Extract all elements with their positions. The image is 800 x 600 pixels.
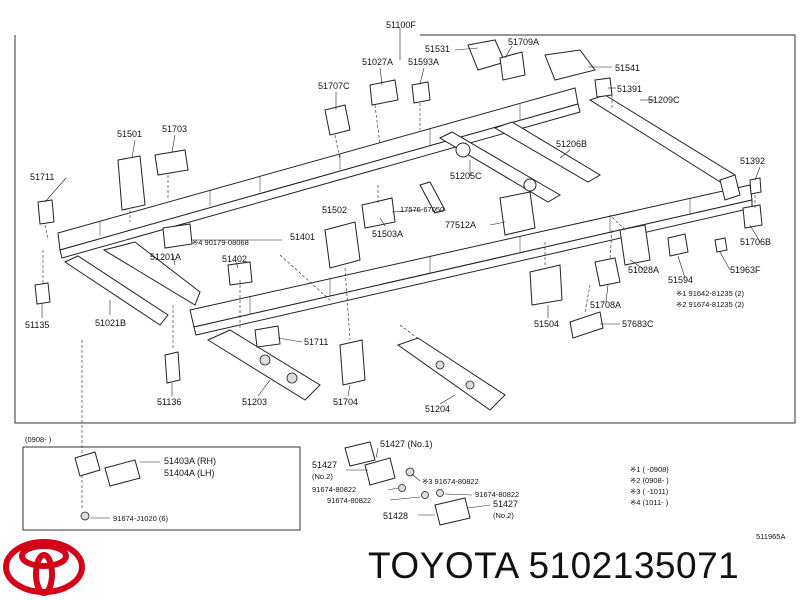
toyota-logo-icon	[3, 539, 85, 596]
label-17576-67050: 17576-67050	[400, 205, 444, 214]
inset1-date: (0908- )	[25, 435, 52, 444]
label-51706b: 51706B	[740, 237, 771, 247]
crossmember-51021b	[63, 255, 169, 326]
brand-name: TOYOTA	[368, 545, 518, 586]
label-51594: 51594	[668, 275, 693, 285]
label-51209c: 51209C	[648, 95, 680, 105]
note-3: ※3 ( -1011)	[630, 487, 669, 496]
label-51428: 51428	[383, 511, 408, 521]
label-51708a: 51708A	[590, 300, 621, 310]
label-51201a: 51201A	[150, 252, 181, 262]
guide-lines	[42, 95, 756, 510]
main-part-label: 51100F	[386, 20, 416, 30]
crossmember-front	[588, 94, 741, 201]
label-51027a: 51027A	[362, 57, 393, 67]
label-77512a: 77512A	[445, 220, 476, 230]
crossmember-51203	[206, 329, 321, 401]
label-51503a: 51503A	[372, 229, 403, 239]
label-51136: 51136	[157, 397, 181, 407]
part-number: 5102135071	[528, 545, 740, 586]
frame-rail-right	[189, 184, 753, 336]
leader-lines	[41, 45, 761, 405]
reference-code: 511965A	[756, 532, 785, 541]
label-57683c: 57683C	[622, 319, 654, 329]
inset-panel-1: (0908- ) 51403A (RH) 51404A (LH) 91674-J…	[22, 435, 301, 531]
label-51135: 51135	[25, 320, 49, 330]
label-51391: 51391	[617, 84, 642, 94]
bracket-parts	[34, 39, 763, 386]
label-51401: 51401	[290, 232, 315, 242]
label-91674-80822-c: 91674-80822	[327, 496, 371, 505]
label-51402: 51402	[222, 254, 247, 264]
label-51704: 51704	[333, 397, 358, 407]
label-51392: 51392	[740, 156, 765, 166]
label-51504: 51504	[534, 319, 559, 329]
label-51502: 51502	[322, 205, 347, 215]
label-51021b: 51021B	[95, 318, 126, 328]
label-91642-81235: ※1 91642-81235 (2)	[676, 289, 745, 298]
note-1: ※1 ( -0908)	[630, 465, 669, 474]
label-91674-80822-b: 91674-80822	[475, 490, 519, 499]
label-51404a: 51404A (LH)	[164, 468, 215, 478]
label-51541: 51541	[615, 63, 640, 73]
footnotes: ※1 ( -0908) ※2 (0908- ) ※3 ( -1011) ※4 (…	[630, 465, 669, 507]
label-91674-80822-a: 91674-80822	[312, 485, 356, 494]
crossmember-51204	[396, 337, 506, 411]
label-51204: 51204	[425, 404, 450, 414]
label-51028a: 51028A	[628, 265, 659, 275]
label-91674-81235: ※2 91674-81235 (2)	[676, 300, 745, 309]
label-51501: 51501	[117, 129, 142, 139]
label-51703: 51703	[162, 124, 187, 134]
label-51707c: 51707C	[318, 81, 350, 91]
label-51709a: 51709A	[508, 37, 539, 47]
label-51593a: 51593A	[408, 57, 439, 67]
label-3-91674-80822: ※3 91674-80822	[422, 477, 479, 486]
label-91674-j1020: 91674-J1020 (6)	[113, 514, 169, 523]
label-51427-no2-b-sub: (No.2)	[493, 511, 514, 520]
note-2: ※2 (0908- )	[630, 476, 669, 485]
note-4: ※4 (1011- )	[630, 498, 669, 507]
diagram-border	[14, 34, 796, 424]
label-90179-08068: ※4 90179-08068	[192, 238, 249, 247]
brand-caption: TOYOTA 5102135071	[368, 545, 739, 587]
label-51427-no1: 51427 (No.1)	[380, 439, 433, 449]
label-51427-no2-a-sub: (No.2)	[312, 472, 333, 481]
label-51205c: 51205C	[450, 171, 482, 181]
label-51203: 51203	[242, 397, 267, 407]
label-51206b: 51206B	[556, 139, 587, 149]
part-labels: 51531 51709A 51027A 51593A 51541 51391 5…	[25, 37, 771, 414]
inset-panel-2: 51427 (No.1) 51427 (No.2) ※3 91674-80822…	[312, 439, 519, 526]
label-51427-no2-a: 51427	[312, 460, 337, 470]
crossmember-51206b	[493, 121, 601, 183]
crossmember-51201a	[102, 241, 201, 306]
crossmember-51205c	[438, 131, 561, 203]
label-51711-bottom: 51711	[304, 337, 328, 347]
label-51403a: 51403A (RH)	[164, 456, 216, 466]
label-51711-top: 51711	[30, 172, 54, 182]
inset1-border	[22, 446, 301, 531]
label-51427-no2-b: 51427	[493, 499, 518, 509]
label-51531: 51531	[425, 44, 450, 54]
label-51963f: 51963F	[730, 265, 761, 275]
